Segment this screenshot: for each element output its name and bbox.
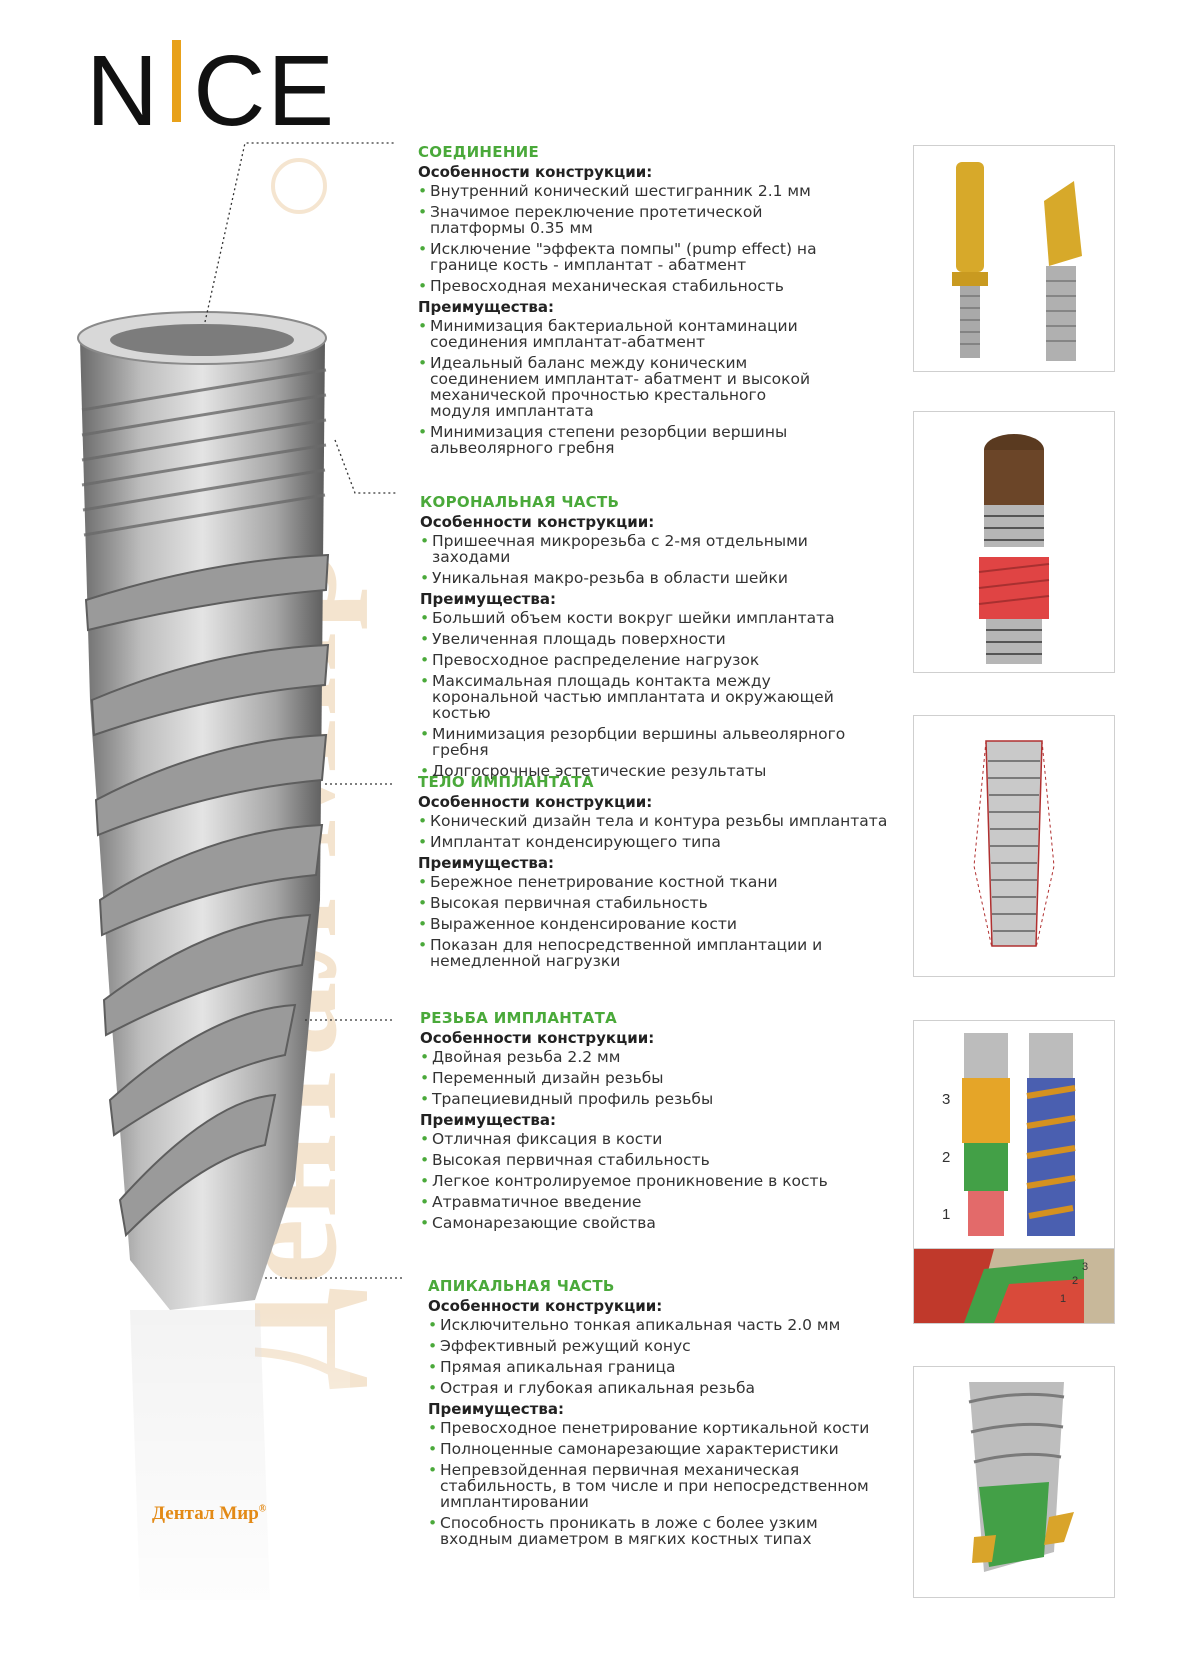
panel-thread-zones: 3 2 1 [913, 1020, 1115, 1250]
list-item: Самонарезающие свойства [420, 1215, 860, 1231]
implant-illustration [70, 311, 350, 1660]
features-heading: Особенности конструкции: [428, 1297, 663, 1315]
section-title: КОРОНАЛЬНАЯ ЧАСТЬ [420, 493, 620, 511]
features-list: Конический дизайн тела и контура резьбы … [418, 813, 888, 850]
list-item: Бережное пенетрирование костной ткани [418, 874, 888, 890]
features-list: Двойная резьба 2.2 мм Переменный дизайн … [420, 1049, 860, 1107]
zone-label: 3 [1082, 1261, 1089, 1273]
list-item: Увеличенная площадь поверхности [420, 631, 880, 647]
list-item: Превосходная механическая стабильность [418, 278, 828, 294]
benefits-heading: Преимущества: [418, 298, 554, 316]
list-item: Уникальная макро-резьба в области шейки [420, 570, 880, 586]
benefits-heading: Преимущества: [418, 854, 554, 872]
list-item: Острая и глубокая апикальная резьба [428, 1380, 878, 1396]
brand-logo: Дентал Мир® [152, 1503, 266, 1525]
section-title: РЕЗЬБА ИМПЛАНТАТА [420, 1009, 618, 1027]
list-item: Превосходное пенетрирование кортикальной… [428, 1420, 878, 1436]
list-item: Отличная фиксация в кости [420, 1131, 860, 1147]
benefits-list: Больший объем кости вокруг шейки имплант… [420, 610, 880, 779]
body-cross-section [973, 740, 1055, 949]
zone-label: 1 [942, 1206, 951, 1223]
zone-label: 1 [1060, 1293, 1067, 1305]
list-item: Полноценные самонарезающие характеристик… [428, 1441, 878, 1457]
list-item: Минимизация степени резорбции вершины ал… [418, 424, 828, 456]
coronal-illustration [978, 434, 1050, 664]
section-thread: РЕЗЬБА ИМПЛАНТАТА Особенности конструкци… [420, 1010, 860, 1236]
section-apical: АПИКАЛЬНАЯ ЧАСТЬ Особенности конструкции… [428, 1278, 878, 1552]
panel-abutments [913, 145, 1115, 372]
brand-registered: ® [258, 1503, 267, 1515]
benefits-list: Отличная фиксация в кости Высокая первич… [420, 1131, 860, 1231]
features-list: Исключительно тонкая апикальная часть 2.… [428, 1317, 878, 1396]
benefits-heading: Преимущества: [420, 1111, 556, 1129]
section-title: АПИКАЛЬНАЯ ЧАСТЬ [428, 1277, 615, 1295]
list-item: Легкое контролируемое проникновение в ко… [420, 1173, 860, 1189]
features-list: Внутренний конический шестигранник 2.1 м… [418, 183, 828, 294]
panel-coronal [913, 411, 1115, 673]
list-item: Высокая первичная стабильность [418, 895, 888, 911]
features-heading: Особенности конструкции: [418, 163, 653, 181]
list-item: Способность проникать в ложе с более узк… [428, 1515, 878, 1547]
benefits-list: Превосходное пенетрирование кортикальной… [428, 1420, 878, 1547]
list-item: Минимизация резорбции вершины альвеолярн… [420, 726, 880, 758]
abutment-illustration [952, 162, 1082, 361]
features-heading: Особенности конструкции: [420, 1029, 655, 1047]
logo-left: N [86, 35, 161, 147]
section-title: СОЕДИНЕНИЕ [418, 143, 540, 161]
list-item: Показан для непосредственной имплантации… [418, 937, 888, 969]
benefits-list: Минимизация бактериальной контаминации с… [418, 318, 828, 456]
list-item: Высокая первичная стабильность [420, 1152, 860, 1168]
list-item: Превосходное распределение нагрузок [420, 652, 880, 668]
features-heading: Особенности конструкции: [420, 513, 655, 531]
brand-name: Дентал Мир [152, 1503, 259, 1524]
list-item: Минимизация бактериальной контаминации с… [418, 318, 828, 350]
list-item: Значимое переключение протетической плат… [418, 204, 828, 236]
section-coronal: КОРОНАЛЬНАЯ ЧАСТЬ Особенности конструкци… [420, 494, 880, 784]
zone-label: 2 [1072, 1275, 1079, 1287]
list-item: Долгосрочные эстетические результаты [420, 763, 880, 779]
features-heading: Особенности конструкции: [418, 793, 653, 811]
list-item: Максимальная площадь контакта между коро… [420, 673, 880, 721]
section-body: ТЕЛО ИМПЛАНТАТА Особенности конструкции:… [418, 774, 888, 974]
list-item: Больший объем кости вокруг шейки имплант… [420, 610, 880, 626]
benefits-heading: Преимущества: [420, 590, 556, 608]
list-item: Непревзойденная первичная механическая с… [428, 1462, 878, 1510]
panel-thread-inset: 3 2 1 [913, 1248, 1115, 1324]
logo-right: CE [193, 35, 337, 147]
thread-zones-illustration [962, 1033, 1076, 1236]
list-item: Трапециевидный профиль резьбы [420, 1091, 860, 1107]
list-item: Пришеечная микрорезьба с 2-мя отдельными… [420, 533, 880, 565]
list-item: Идеальный баланс между коническим соедин… [418, 355, 828, 419]
apical-illustration [968, 1382, 1074, 1572]
benefits-heading: Преимущества: [428, 1400, 564, 1418]
section-title: ТЕЛО ИМПЛАНТАТА [418, 773, 594, 791]
list-item: Переменный дизайн резьбы [420, 1070, 860, 1086]
panel-apical [913, 1366, 1115, 1598]
list-item: Выраженное конденсирование кости [418, 916, 888, 932]
features-list: Пришеечная микрорезьба с 2-мя отдельными… [420, 533, 880, 586]
list-item: Внутренний конический шестигранник 2.1 м… [418, 183, 828, 199]
list-item: Исключение "эффекта помпы" (pump effect)… [418, 241, 828, 273]
section-connection: СОЕДИНЕНИЕ Особенности конструкции: Внут… [418, 144, 828, 461]
logo-orange-bar [172, 40, 182, 122]
panel-body [913, 715, 1115, 977]
list-item: Прямая апикальная граница [428, 1359, 878, 1375]
list-item: Атравматичное введение [420, 1194, 860, 1210]
list-item: Исключительно тонкая апикальная часть 2.… [428, 1317, 878, 1333]
list-item: Эффективный режущий конус [428, 1338, 878, 1354]
thread-inset-illustration [914, 1249, 1114, 1323]
zone-label: 2 [942, 1149, 951, 1166]
list-item: Двойная резьба 2.2 мм [420, 1049, 860, 1065]
list-item: Имплантат конденсирующего типа [418, 834, 888, 850]
benefits-list: Бережное пенетрирование костной ткани Вы… [418, 874, 888, 969]
list-item: Конический дизайн тела и контура резьбы … [418, 813, 888, 829]
zone-label: 3 [942, 1091, 951, 1108]
